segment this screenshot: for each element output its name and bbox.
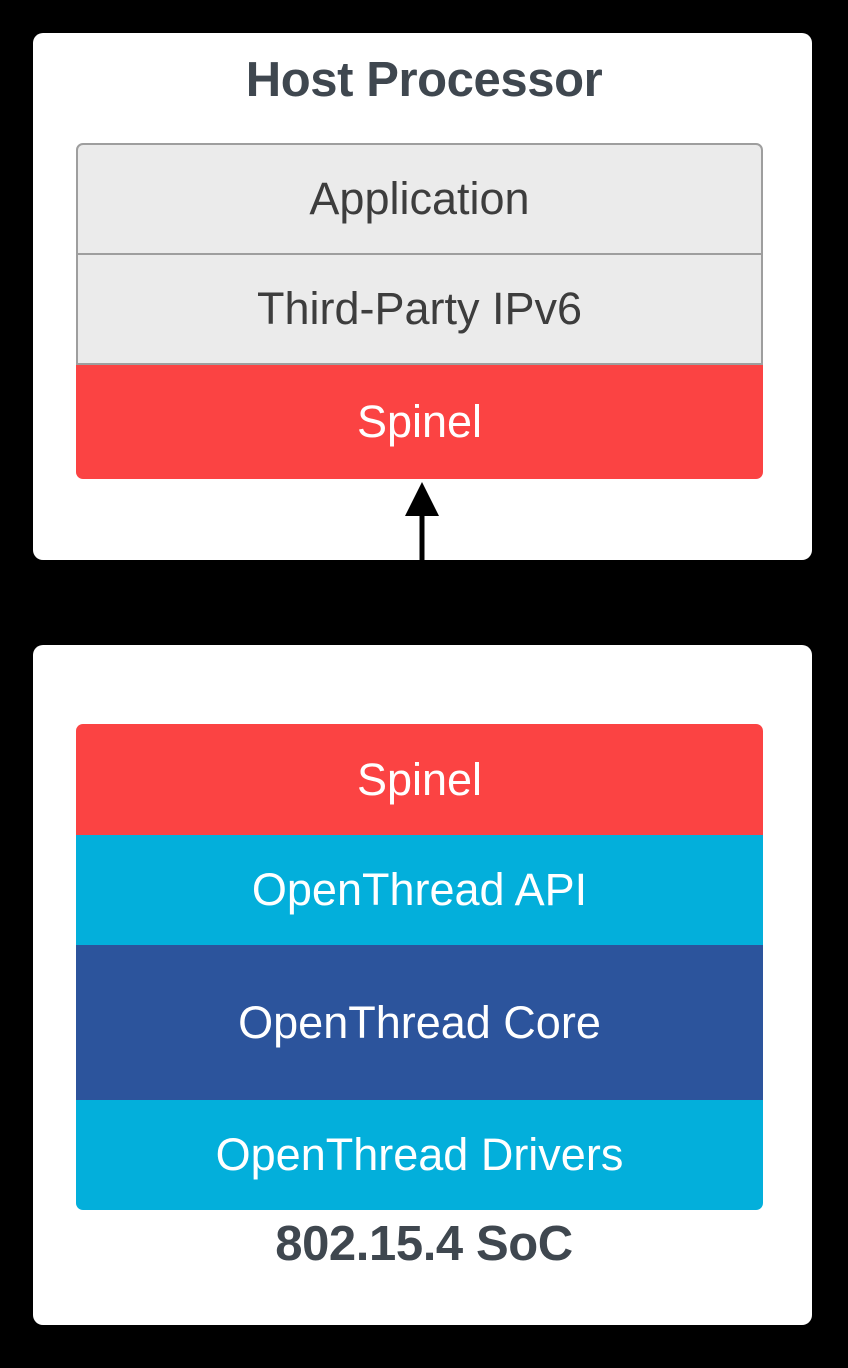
layer-openthread-drivers-label: OpenThread Drivers <box>215 1129 624 1180</box>
layer-application-label: Application <box>309 173 530 224</box>
layer-application[interactable]: Application <box>76 143 763 255</box>
arrow-up-icon <box>401 480 443 562</box>
soc-title: 802.15.4 SoC <box>275 1217 573 1271</box>
layer-host-spinel-label: Spinel <box>356 396 483 447</box>
layer-openthread-api-label: OpenThread API <box>251 864 588 915</box>
layer-openthread-core[interactable]: OpenThread Core <box>76 945 763 1100</box>
layer-third-party-ipv6[interactable]: Third-Party IPv6 <box>76 255 763 365</box>
soc-layer-stack: Spinel OpenThread API OpenThread Core Op… <box>76 724 763 1210</box>
layer-third-party-ipv6-label: Third-Party IPv6 <box>256 283 583 334</box>
layer-soc-spinel[interactable]: Spinel <box>76 724 763 835</box>
layer-openthread-api[interactable]: OpenThread API <box>76 835 763 945</box>
layer-host-spinel[interactable]: Spinel <box>76 365 763 479</box>
layer-openthread-drivers[interactable]: OpenThread Drivers <box>76 1100 763 1210</box>
layer-openthread-core-label: OpenThread Core <box>238 996 601 1048</box>
layer-soc-spinel-label: Spinel <box>356 753 483 805</box>
host-processor-title: Host Processor <box>245 53 603 107</box>
host-layer-stack: Application Third-Party IPv6 Spinel <box>76 143 763 479</box>
